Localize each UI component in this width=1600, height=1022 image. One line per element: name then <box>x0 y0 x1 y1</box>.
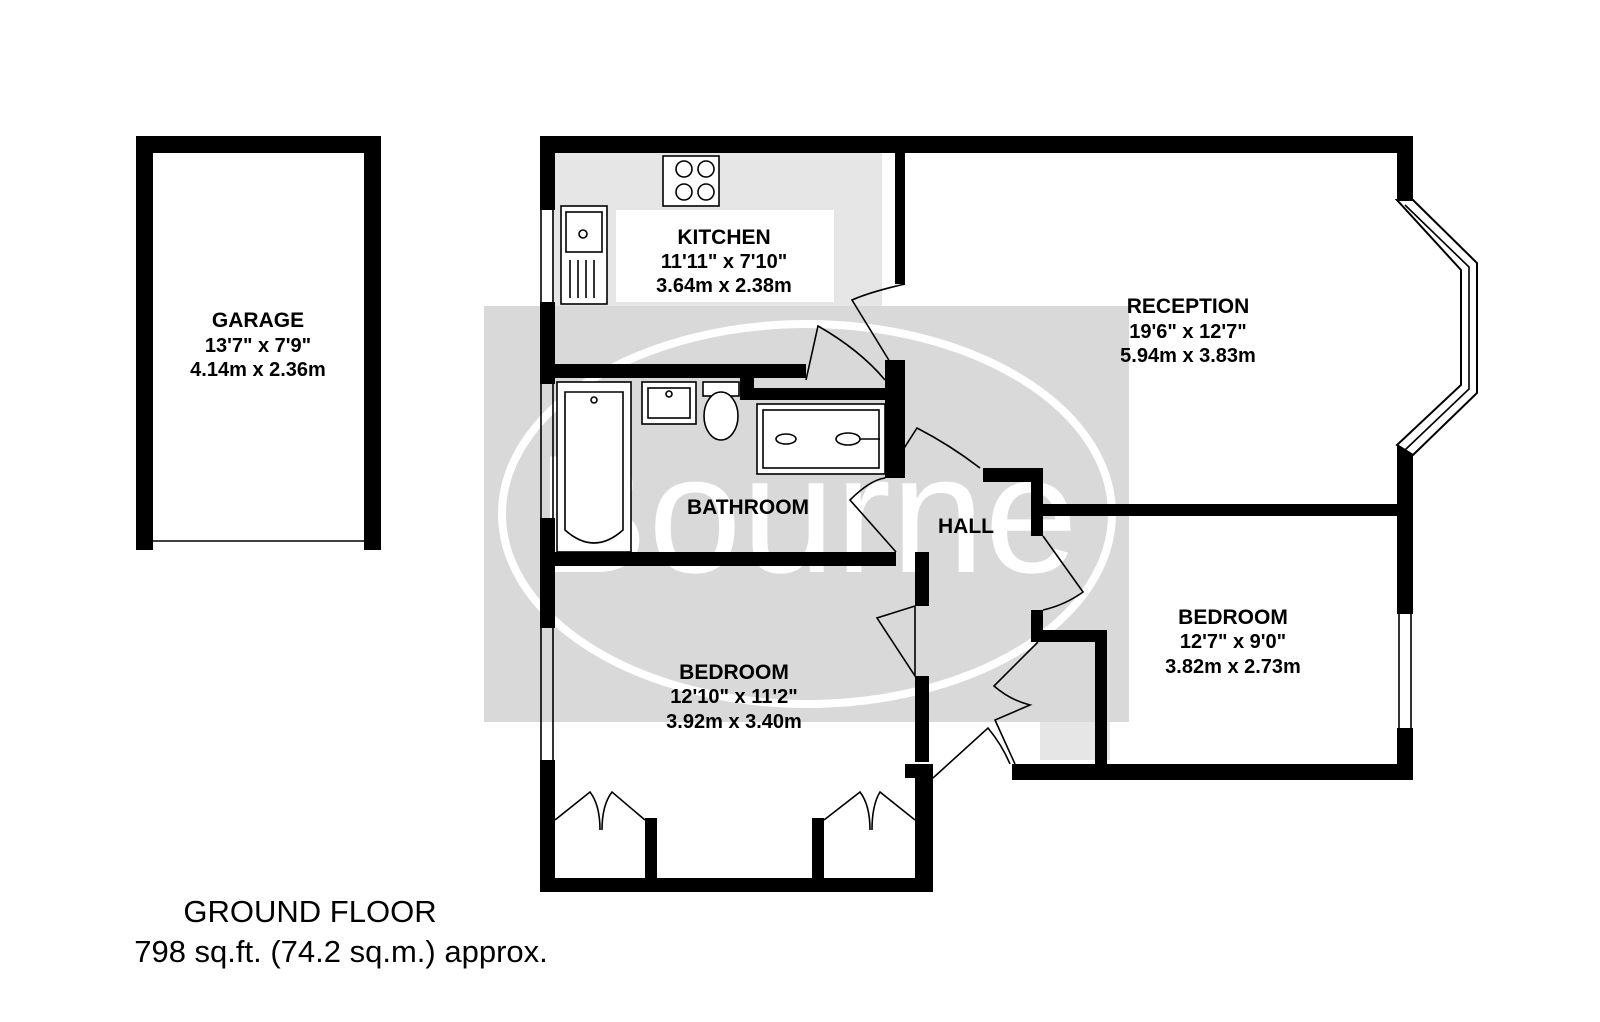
windows <box>540 199 1478 760</box>
garage-dim-metric: 4.14m x 2.36m <box>190 359 326 381</box>
kitchen-sink-icon <box>560 205 608 305</box>
bedroom-main-dim-imperial: 12'10" x 11'2" <box>670 686 797 708</box>
main-walls <box>540 136 1413 892</box>
kitchen-label-panel <box>616 210 834 302</box>
room-kitchen: KITCHEN 11'11" x 7'10" 3.64m x 2.38m <box>656 226 792 297</box>
bedroom-right-dim-metric: 3.82m x 2.73m <box>1165 656 1301 678</box>
floor-caption: GROUND FLOOR 798 sq.ft. (74.2 sq.m.) app… <box>134 894 548 969</box>
room-garage: GARAGE 13'7" x 7'9" 4.14m x 2.36m <box>190 309 326 381</box>
hob-icon <box>662 155 720 207</box>
kitchen-label: KITCHEN <box>677 226 770 249</box>
bathroom-label: BATHROOM <box>687 496 809 519</box>
toilet-icon <box>702 381 740 441</box>
room-hall: HALL <box>938 515 994 538</box>
garage-label: GARAGE <box>212 309 304 332</box>
hall-label: HALL <box>938 515 994 538</box>
room-bedroom-right: BEDROOM 12'7" x 9'0" 3.82m x 2.73m <box>1165 606 1301 678</box>
fixtures <box>556 155 886 553</box>
garage-walls <box>136 136 381 550</box>
floor-area: 798 sq.ft. (74.2 sq.m.) approx. <box>134 934 548 969</box>
kitchen-dim-metric: 3.64m x 2.38m <box>656 275 792 297</box>
bath-icon <box>556 381 632 553</box>
reception-label: RECEPTION <box>1127 295 1250 318</box>
basin-icon <box>641 381 697 425</box>
floor-name: GROUND FLOOR <box>183 894 436 929</box>
reception-dim-metric: 5.94m x 3.83m <box>1120 345 1256 367</box>
bedroom-right-dim-imperial: 12'7" x 9'0" <box>1180 631 1286 653</box>
room-reception: RECEPTION 19'6" x 12'7" 5.94m x 3.83m <box>1120 295 1256 367</box>
room-bedroom-main: BEDROOM 12'10" x 11'2" 3.92m x 3.40m <box>666 661 802 733</box>
room-bathroom: BATHROOM <box>687 496 809 519</box>
kitchen-dim-imperial: 11'11" x 7'10" <box>661 251 787 273</box>
garage-dim-imperial: 13'7" x 7'9" <box>205 335 311 357</box>
bedroom-main-label: BEDROOM <box>679 661 789 684</box>
reception-dim-imperial: 19'6" x 12'7" <box>1129 321 1246 343</box>
shower-icon <box>756 403 886 475</box>
bedroom-right-label: BEDROOM <box>1178 606 1288 629</box>
bedroom-main-dim-metric: 3.92m x 3.40m <box>666 711 802 733</box>
doors <box>554 283 1085 831</box>
